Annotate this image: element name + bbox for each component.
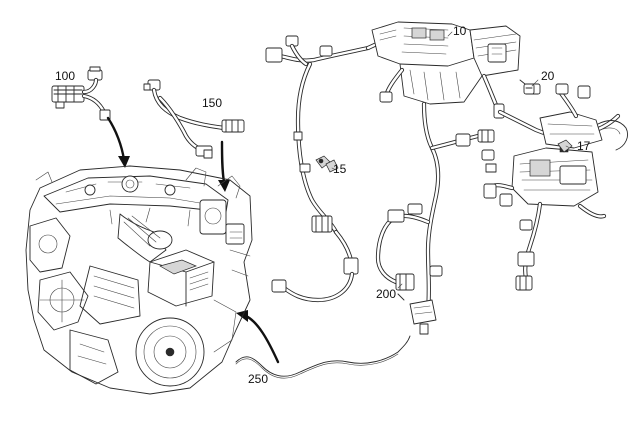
leader-lines <box>331 31 571 289</box>
arrow-150 <box>220 140 226 184</box>
callout-15: 15 <box>333 162 347 176</box>
arrow-100 <box>106 116 126 162</box>
part-250-cable <box>235 335 411 379</box>
callout-100: 100 <box>55 69 76 83</box>
part-200-harness <box>397 293 405 301</box>
callout-10: 10 <box>453 24 467 38</box>
callout-20: 20 <box>541 69 555 83</box>
callout-200: 200 <box>376 287 397 301</box>
main-harness <box>265 21 628 335</box>
callout-17: 17 <box>577 139 591 153</box>
callout-150: 150 <box>202 96 223 110</box>
arrow-250 <box>244 314 280 364</box>
callout-250: 250 <box>248 372 269 386</box>
arrows <box>106 116 280 364</box>
part-15-clips <box>315 155 339 173</box>
part-150-harness <box>143 79 245 159</box>
part-20-connector <box>523 83 535 95</box>
engine-assembly <box>25 165 253 395</box>
part-100-harness <box>51 66 111 121</box>
part-17-clip <box>557 139 573 153</box>
